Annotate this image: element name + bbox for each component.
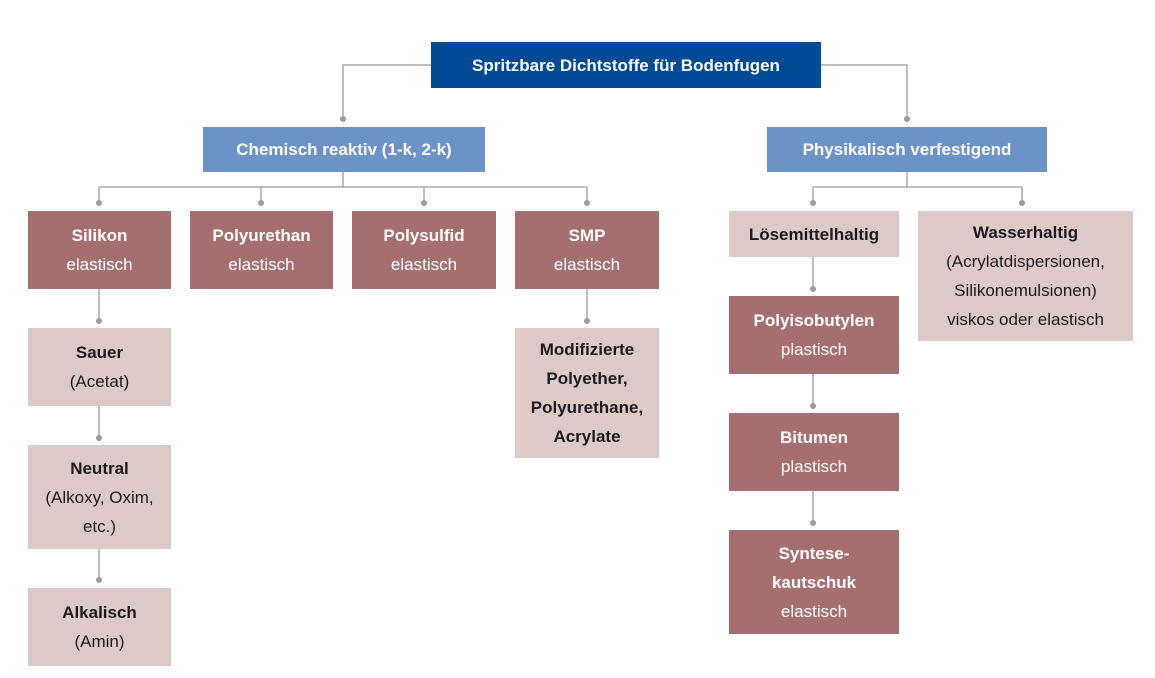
node-title: Bitumen	[780, 428, 848, 447]
node-title: SMP	[568, 226, 606, 245]
root-node: Spritzbare Dichtstoffe für Bodenfugen	[431, 42, 821, 88]
node-subtitle: (Amin)	[74, 632, 125, 651]
node-subtitle: (Alkoxy, Oxim,	[45, 487, 154, 507]
node-title: Modifizierte	[539, 340, 635, 359]
node-syntesekautschuk: Syntese- kautschuk elastisch	[729, 530, 899, 634]
node-subtitle: (Acetat)	[69, 372, 130, 391]
node-subtitle: plastisch	[780, 457, 848, 476]
node-modifizierte: Modifizierte Polyether, Polyurethane, Ac…	[515, 328, 659, 458]
node-title: Wasserhaltig	[972, 223, 1079, 242]
connector-chemical-children	[98, 172, 588, 203]
node-title: Polyether,	[546, 369, 628, 388]
node-title: Silikon	[71, 226, 128, 245]
connector-dots	[96, 116, 1025, 583]
node-subtitle: viskos oder elastisch	[947, 310, 1104, 329]
node-title: Syntese-	[778, 543, 850, 563]
node-alkalisch: Alkalisch (Amin)	[28, 588, 171, 666]
node-title: Alkalisch	[62, 603, 137, 622]
connector-root-physical	[821, 64, 908, 119]
connector-physical-children	[812, 172, 1023, 203]
node-subtitle: elastisch	[390, 255, 458, 274]
category-chemical: Chemisch reaktiv (1-k, 2-k)	[203, 127, 485, 172]
node-subtitle: elastisch	[553, 255, 621, 274]
node-title: Lösemittelhaltig	[748, 224, 880, 244]
node-subtitle: plastisch	[780, 340, 848, 359]
category-chemical-label: Chemisch reaktiv (1-k, 2-k)	[236, 140, 452, 159]
node-subtitle: (Acrylatdispersionen,	[946, 252, 1105, 271]
node-polyisobutylen: Polyisobutylen plastisch	[729, 296, 899, 374]
node-polyurethan: Polyurethan elastisch	[190, 211, 333, 289]
node-title: Polyurethane,	[530, 398, 644, 417]
node-subtitle: elastisch	[66, 255, 133, 274]
node-title: kautschuk	[771, 572, 857, 592]
root-title: Spritzbare Dichtstoffe für Bodenfugen	[472, 55, 780, 75]
node-polysulfid: Polysulfid elastisch	[352, 211, 496, 289]
node-subtitle: Silikonemulsionen)	[954, 281, 1097, 300]
node-subtitle: elastisch	[228, 255, 295, 274]
node-title: Polysulfid	[383, 226, 465, 245]
node-title: Polyurethan	[212, 226, 311, 245]
node-wasserhaltig: Wasserhaltig (Acrylatdispersionen, Silik…	[918, 211, 1133, 341]
node-title: Sauer	[75, 343, 124, 362]
node-bitumen: Bitumen plastisch	[729, 413, 899, 491]
node-sauer: Sauer (Acetat)	[28, 328, 171, 406]
node-title: Polyisobutylen	[753, 311, 875, 330]
connector-root-chemical	[342, 64, 431, 119]
node-silikon: Silikon elastisch	[28, 211, 171, 289]
node-smp: SMP elastisch	[515, 211, 659, 289]
node-subtitle: elastisch	[780, 601, 848, 621]
node-title: Acrylate	[553, 427, 621, 446]
category-physical-label: Physikalisch verfestigend	[802, 140, 1012, 159]
node-neutral: Neutral (Alkoxy, Oxim, etc.)	[28, 445, 171, 549]
node-subtitle: etc.)	[82, 516, 117, 536]
category-physical: Physikalisch verfestigend	[767, 127, 1047, 172]
node-loesemittelhaltig: Lösemittelhaltig	[729, 211, 899, 257]
node-title: Neutral	[70, 458, 129, 478]
